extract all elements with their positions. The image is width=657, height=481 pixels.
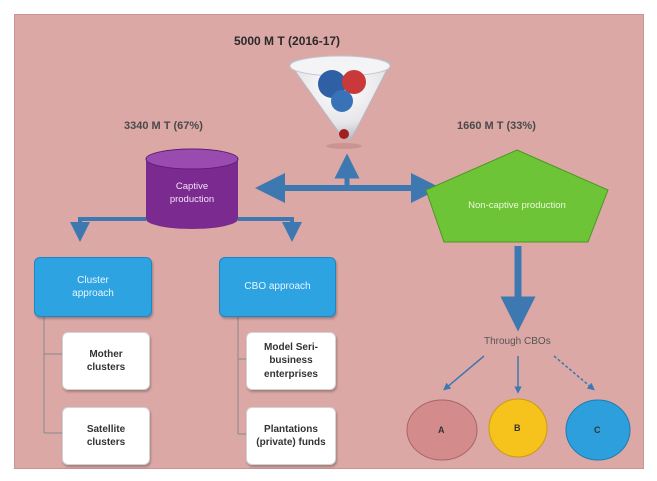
funnel-drop (339, 129, 349, 139)
noncaptive-share-label: 1660 M T (33%) (457, 120, 536, 132)
bracket-arrow-left (70, 217, 146, 242)
noncaptive-pentagon (425, 149, 609, 243)
captive-production-text: Captive production (169, 181, 215, 205)
funnel-ball-red (342, 70, 366, 94)
bracket-arrow-right (238, 217, 302, 242)
cluster-approach-box: Cluster approach (34, 257, 152, 317)
circle-c (565, 399, 631, 461)
cbo-approach-box: CBO approach (219, 257, 336, 317)
funnel-graphic (289, 55, 391, 149)
circle-b (488, 398, 548, 458)
circle-a-label: A (438, 425, 445, 435)
funnel-ball-blue-2 (331, 90, 353, 112)
diagram-graphics (43, 55, 631, 461)
circle-c-label: C (594, 425, 601, 435)
circle-a (406, 399, 478, 461)
diagram-canvas: 5000 M T (2016-17) 3340 M T (67%) 1660 M… (14, 14, 644, 469)
captive-cylinder (145, 148, 239, 229)
satellite-clusters-box: Satellite clusters (62, 407, 150, 465)
through-cbos-label: Through CBOs (484, 336, 551, 347)
cluster-tree-lines (43, 317, 62, 434)
plantations-box: Plantations (private) funds (246, 407, 336, 465)
model-enterprises-box: Model Seri-business enterprises (246, 332, 336, 390)
captive-share-label: 3340 M T (67%) (124, 120, 203, 132)
circle-b-label: B (514, 423, 521, 433)
noncaptive-production-text: Non-captive production (468, 199, 566, 211)
mother-clusters-box: Mother clusters (62, 332, 150, 390)
title-total: 5000 M T (2016-17) (234, 34, 341, 48)
cbo-tree-lines (237, 317, 246, 435)
arrow-to-a (443, 355, 485, 391)
arrow-to-c (553, 355, 595, 391)
